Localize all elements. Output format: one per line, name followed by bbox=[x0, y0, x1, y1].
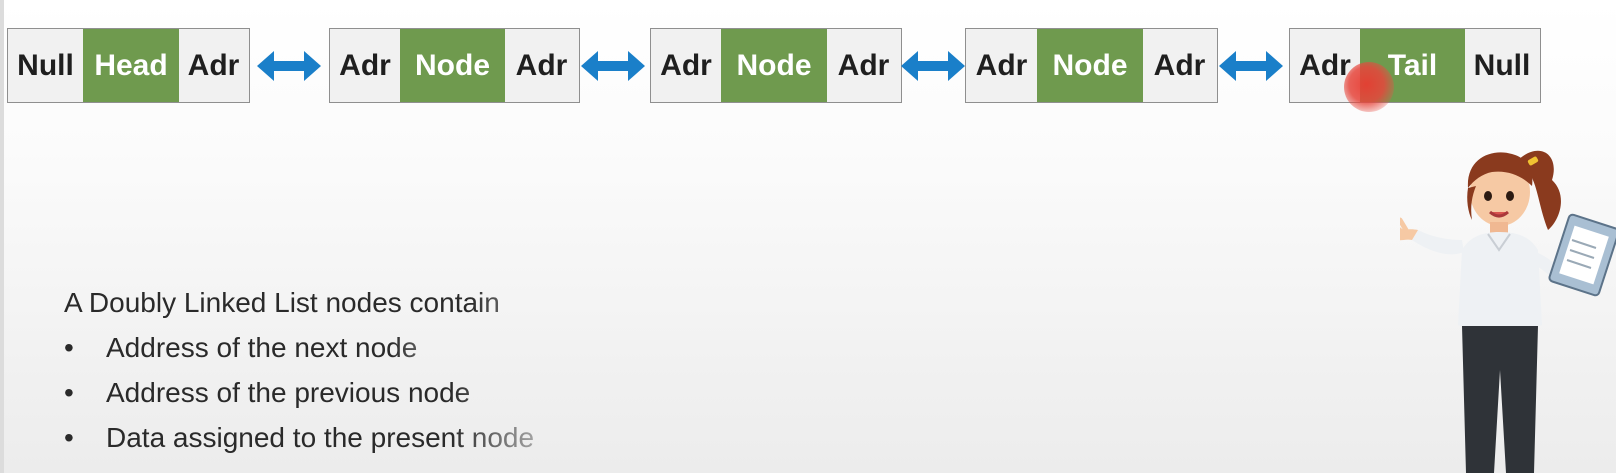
next-pointer-cell: Adr bbox=[1143, 29, 1216, 102]
next-pointer-cell: Adr bbox=[179, 29, 248, 102]
presenter-illustration-icon bbox=[1400, 150, 1616, 473]
bullet-icon: • bbox=[64, 332, 74, 363]
double-arrow-icon bbox=[901, 51, 965, 81]
list-item: • Address of the next node bbox=[64, 325, 604, 370]
prev-pointer-cell: Adr bbox=[330, 29, 400, 102]
bullet-icon: • bbox=[64, 422, 74, 453]
double-arrow-icon bbox=[581, 51, 645, 81]
bullet-text: Address of the previous node bbox=[106, 377, 471, 408]
bullet-icon: • bbox=[64, 377, 74, 408]
doubly-linked-list-diagram: Null Head Adr Adr Node Adr Adr Node Adr … bbox=[0, 0, 1616, 112]
data-cell: Node bbox=[721, 29, 827, 102]
list-node-1: Adr Node Adr bbox=[329, 28, 580, 103]
data-cell: Node bbox=[1037, 29, 1143, 102]
prev-pointer-cell: Null bbox=[8, 29, 83, 102]
description-intro: A Doubly Linked List nodes contain bbox=[64, 287, 500, 318]
list-item: • Address of the previous node bbox=[64, 370, 604, 415]
prev-pointer-cell: Adr bbox=[966, 29, 1037, 102]
bullet-text: Address of the next node bbox=[106, 332, 418, 363]
bullet-list: • Address of the next node • Address of … bbox=[64, 325, 604, 460]
bullet-text: Data assigned to the present node bbox=[106, 422, 535, 453]
list-node-3: Adr Node Adr bbox=[965, 28, 1218, 103]
data-cell: Head bbox=[83, 29, 179, 102]
prev-pointer-cell: Adr bbox=[651, 29, 721, 102]
next-pointer-cell: Adr bbox=[505, 29, 578, 102]
double-arrow-icon bbox=[1219, 51, 1283, 81]
left-edge-border bbox=[0, 0, 4, 473]
data-cell: Node bbox=[400, 29, 505, 102]
next-pointer-cell: Null bbox=[1465, 29, 1539, 102]
list-node-tail: Adr Tail Null bbox=[1289, 28, 1541, 103]
next-pointer-cell: Adr bbox=[827, 29, 900, 102]
list-node-2: Adr Node Adr bbox=[650, 28, 902, 103]
double-arrow-icon bbox=[257, 51, 321, 81]
list-item: • Data assigned to the present node bbox=[64, 415, 604, 460]
description-text: A Doubly Linked List nodes contain • Add… bbox=[64, 280, 604, 460]
pointer-highlight-dot bbox=[1344, 62, 1394, 112]
list-node-head: Null Head Adr bbox=[7, 28, 250, 103]
